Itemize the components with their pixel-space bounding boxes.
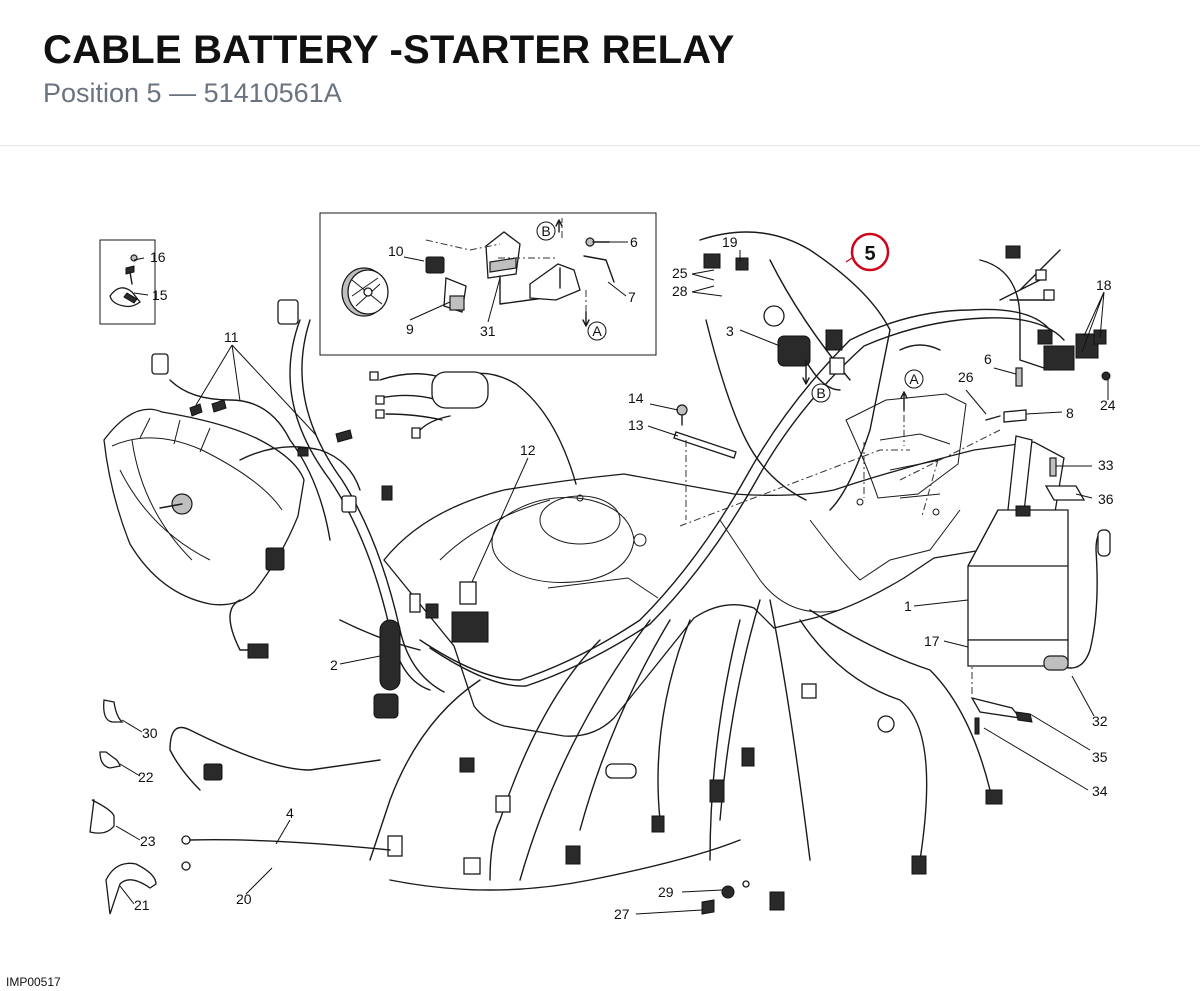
right-hardware[interactable] — [970, 367, 1111, 735]
svg-text:A: A — [909, 371, 919, 387]
callout-16: 16 — [150, 249, 166, 265]
marker-a-main: A — [904, 369, 924, 389]
highlight-position-5[interactable]: 5 — [845, 232, 890, 272]
part-18-relays[interactable] — [1075, 329, 1107, 359]
part-7-mount[interactable] — [529, 255, 615, 301]
part-3-starter-relay[interactable] — [763, 305, 811, 385]
callout-leaders — [115, 241, 1109, 915]
inset-arrow-a — [582, 311, 590, 327]
callout-33: 33 — [1098, 457, 1114, 473]
callout-11: 11 — [224, 329, 239, 345]
main-centerlines — [679, 400, 1001, 694]
callout-18: 18 — [1096, 277, 1112, 293]
harness-junction-sleeve — [431, 371, 489, 409]
part-13-14-strap[interactable] — [673, 404, 737, 459]
callout-25: 25 — [672, 265, 688, 281]
callout-32: 32 — [1092, 713, 1108, 729]
callout-8: 8 — [1066, 405, 1074, 421]
callout-4: 4 — [286, 805, 294, 821]
callout-13: 13 — [628, 417, 644, 433]
inset-centerlines — [425, 218, 587, 316]
callout-34: 34 — [1092, 783, 1108, 799]
page-subtitle: Position 5 — 51410561A — [43, 78, 342, 108]
clips-left[interactable] — [89, 699, 157, 915]
callout-15: 15 — [152, 287, 168, 303]
svg-text:B: B — [816, 385, 825, 401]
inset-box-relay — [319, 212, 657, 356]
svg-text:B: B — [541, 223, 550, 239]
marker-b-inset: B — [536, 221, 556, 241]
part-6-screw-inset[interactable] — [585, 237, 610, 247]
part-2-connector-block — [379, 619, 401, 691]
header: CABLE BATTERY -STARTER RELAY Position 5 … — [0, 0, 1200, 146]
callout-12: 12 — [520, 442, 536, 458]
parts-4-20-battery-cables[interactable] — [181, 835, 391, 871]
callout-10: 10 — [388, 243, 404, 259]
callout-9: 9 — [406, 321, 414, 337]
callout-30: 30 — [142, 725, 158, 741]
marker-a-inset: A — [587, 321, 607, 341]
callout-20: 20 — [236, 891, 252, 907]
image-code: IMP00517 — [6, 975, 61, 989]
callout-29: 29 — [658, 884, 674, 900]
callout-7: 7 — [628, 289, 636, 305]
callout-21: 21 — [134, 897, 150, 913]
callout-3: 3 — [726, 323, 734, 339]
part-1-battery[interactable] — [967, 505, 1069, 667]
highlight-label: 5 — [864, 243, 875, 265]
page-title: CABLE BATTERY -STARTER RELAY — [43, 28, 735, 72]
callout-28: 28 — [672, 283, 688, 299]
callout-2: 2 — [330, 657, 338, 673]
main-arrow-a — [900, 391, 908, 411]
callout-14: 14 — [628, 390, 644, 406]
callout-22: 22 — [138, 769, 154, 785]
callout-36: 36 — [1098, 491, 1114, 507]
part-9-disc[interactable] — [341, 267, 389, 317]
part-16-screw[interactable] — [125, 254, 138, 285]
marker-b-main: B — [811, 383, 831, 403]
callout-26: 26 — [958, 369, 974, 385]
callout-27: 27 — [614, 906, 630, 922]
callout-23: 23 — [140, 833, 156, 849]
part-27-29-hardware[interactable] — [701, 880, 750, 915]
frame-body — [383, 393, 1065, 737]
part-10-relay[interactable] — [425, 256, 467, 313]
part-31-bracket[interactable] — [485, 231, 545, 305]
callout-19: 19 — [722, 234, 738, 250]
callout-24: 24 — [1100, 397, 1116, 413]
part-15-clip[interactable] — [109, 287, 141, 308]
callout-labels: 16 15 10 9 31 6 7 11 12 14 13 19 25 28 3… — [134, 234, 1116, 922]
headlight-assembly[interactable] — [103, 408, 305, 606]
harness-connectors[interactable] — [151, 245, 1075, 911]
callout-17: 17 — [924, 633, 940, 649]
callout-6-inset: 6 — [630, 234, 638, 250]
callout-31: 31 — [480, 323, 496, 339]
callout-35: 35 — [1092, 749, 1108, 765]
svg-text:A: A — [592, 323, 602, 339]
inset-box-clip — [99, 239, 156, 325]
inset-arrow-b — [555, 219, 563, 233]
part-32-cable[interactable] — [1043, 529, 1111, 671]
callout-1: 1 — [904, 598, 912, 614]
callout-6-main: 6 — [984, 351, 992, 367]
